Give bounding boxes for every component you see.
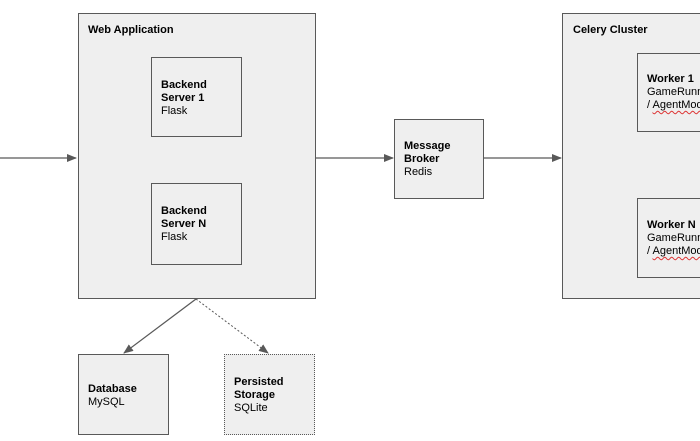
persisted-storage-tech: SQLite <box>234 402 268 414</box>
persisted-storage-name-line1: Persisted <box>234 376 284 388</box>
worker-1-line2: / AgentMod <box>647 99 700 112</box>
backend-server-n-label: Backend Server N Flask <box>161 205 207 244</box>
backend-server-n-box: Backend Server N Flask <box>151 183 242 265</box>
webapp-to-database-arrow <box>123 298 197 354</box>
database-box: Database MySQL <box>78 354 169 435</box>
worker-1-line2-prefix: / <box>647 99 653 111</box>
database-label: Database MySQL <box>88 383 137 409</box>
message-broker-tech: Redis <box>404 166 433 178</box>
worker-n-line2-prefix: / <box>647 245 653 257</box>
webapp-to-storage-arrow <box>195 298 269 354</box>
backend-server-1-name-line1: Backend <box>161 79 207 91</box>
backend-server-n-name-line1: Backend <box>161 205 207 217</box>
worker-1-box: Worker 1 GameRunn / AgentMod <box>637 53 700 132</box>
database-tech: MySQL <box>88 396 125 408</box>
worker-n-line2: / AgentMod <box>647 245 700 258</box>
message-broker-name-line2: Broker <box>404 153 440 165</box>
backend-server-1-box: Backend Server 1 Flask <box>151 57 242 137</box>
backend-server-n-name-line2: Server N <box>161 218 207 230</box>
worker-n-box: Worker N GameRunn / AgentMod <box>637 198 700 278</box>
backend-server-n-tech: Flask <box>161 231 188 243</box>
celery-cluster-title: Celery Cluster <box>573 24 648 36</box>
persisted-storage-name-line2: Storage <box>234 389 275 401</box>
message-broker-name-line1: Message <box>404 140 451 152</box>
backend-server-1-label: Backend Server 1 Flask <box>161 79 207 118</box>
message-broker-label: Message Broker Redis <box>404 140 450 179</box>
database-name: Database <box>88 383 137 395</box>
worker-1-name: Worker 1 <box>647 73 694 85</box>
persisted-storage-box: Persisted Storage SQLite <box>224 354 315 435</box>
worker-n-name: Worker N <box>647 219 696 231</box>
worker-1-line1: GameRunn <box>647 86 700 98</box>
worker-1-label: Worker 1 GameRunn / AgentMod <box>647 73 700 112</box>
persisted-storage-label: Persisted Storage SQLite <box>234 376 284 415</box>
worker-1-line2-text: AgentMod <box>652 99 700 111</box>
backend-server-1-name-line2: Server 1 <box>161 92 205 104</box>
worker-n-line2-text: AgentMod <box>652 245 700 257</box>
worker-n-line1: GameRunn <box>647 232 700 244</box>
worker-n-label: Worker N GameRunn / AgentMod <box>647 219 700 258</box>
web-application-title: Web Application <box>88 24 174 36</box>
message-broker-box: Message Broker Redis <box>394 119 484 199</box>
backend-server-1-tech: Flask <box>161 105 188 117</box>
